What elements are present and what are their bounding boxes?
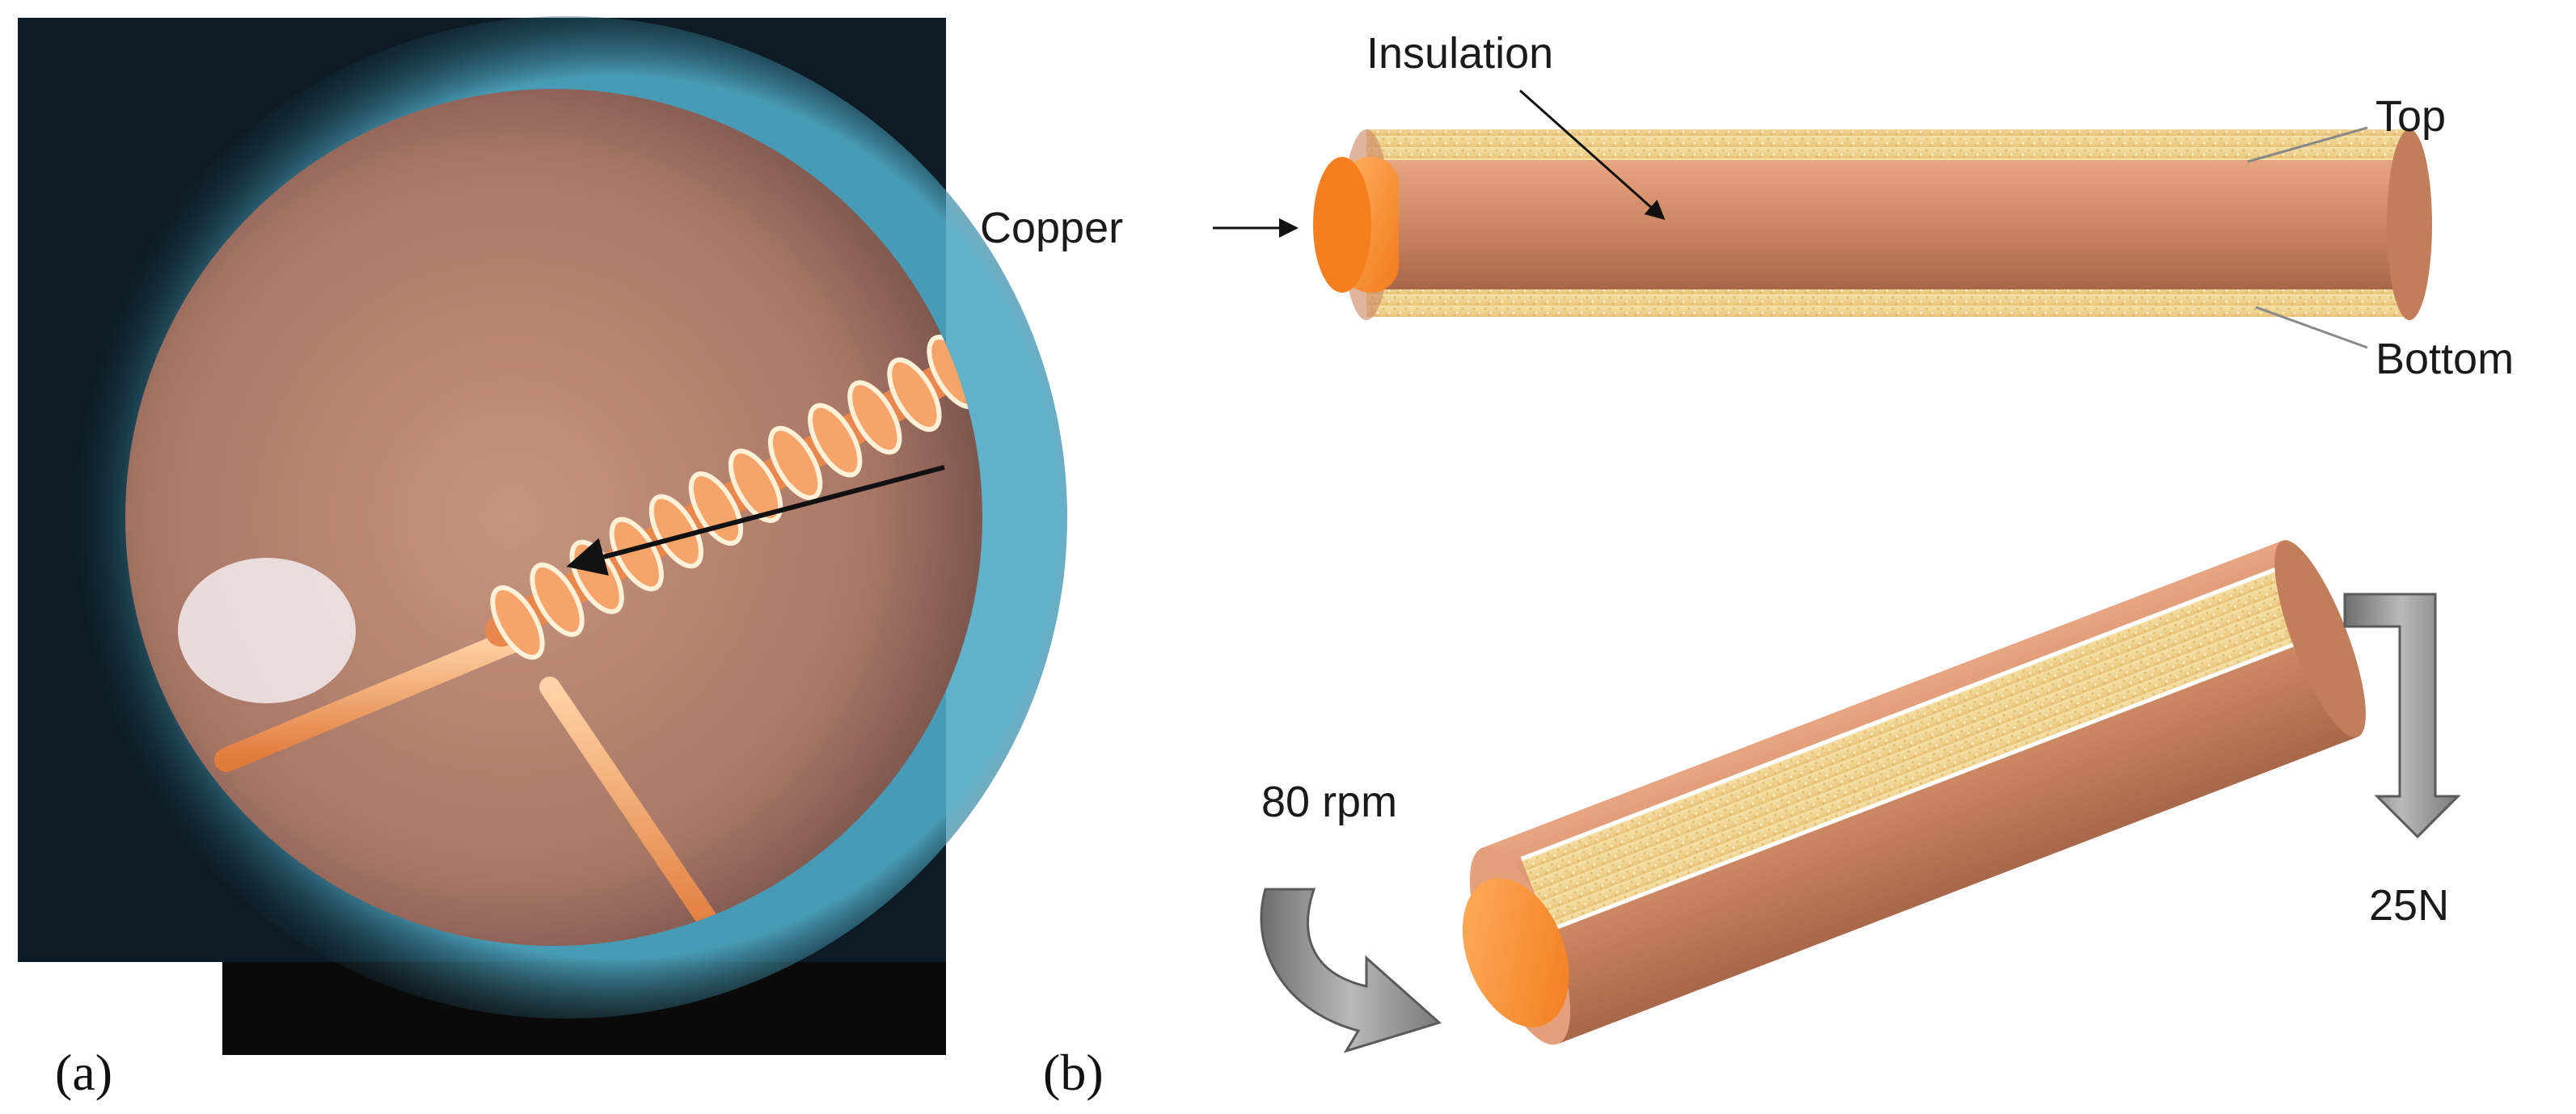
insulation-label: Insulation	[1366, 29, 1553, 78]
tilted-foam-layer	[1521, 566, 2312, 930]
insulation-leader	[1519, 89, 1666, 220]
tilted-copper-end	[1462, 878, 1569, 1027]
bottom-label: Bottom	[2375, 335, 2514, 383]
scope-field	[125, 89, 982, 946]
panel-b-label: (b)	[1043, 1044, 1104, 1101]
tilted-tube-far-end	[2274, 540, 2366, 738]
insulation-tube	[1366, 160, 2409, 289]
lead-wire-down	[539, 677, 730, 946]
panel-a-label: (a)	[55, 1044, 112, 1101]
rotation-speed-label: 80 rpm	[1261, 778, 1397, 826]
copper-end	[1313, 157, 1371, 293]
panel-b-diagram: Insulation Top Copper Bottom 80 rpm 25N	[980, 29, 2514, 1053]
tilted-interface-line-top	[1520, 564, 2285, 861]
coil-turn	[490, 585, 545, 660]
coil-turn	[767, 425, 823, 500]
tube-end-right	[2387, 129, 2432, 320]
coil-turn	[887, 357, 942, 433]
rotation-arrow	[1260, 888, 1442, 1053]
lead-wire-left	[214, 627, 530, 772]
light-reflection	[178, 558, 356, 703]
copper-label: Copper	[980, 204, 1123, 252]
straight-sample	[1313, 129, 2432, 320]
coil-pointer-arrow	[566, 465, 945, 576]
coil-turn	[847, 380, 902, 455]
force-arrow	[2343, 593, 2461, 839]
top-label: Top	[2375, 92, 2446, 141]
panel-a-photo	[18, 16, 1067, 1055]
coil-turn	[808, 403, 863, 478]
tilted-sample	[1462, 540, 2366, 1045]
bottom-leader	[2255, 306, 2368, 349]
tilted-interface-line-bottom	[1548, 635, 2312, 933]
force-label: 25N	[2369, 881, 2449, 930]
top-leader	[2247, 126, 2368, 163]
coil-turn	[728, 448, 783, 523]
coil-turn	[530, 562, 585, 637]
